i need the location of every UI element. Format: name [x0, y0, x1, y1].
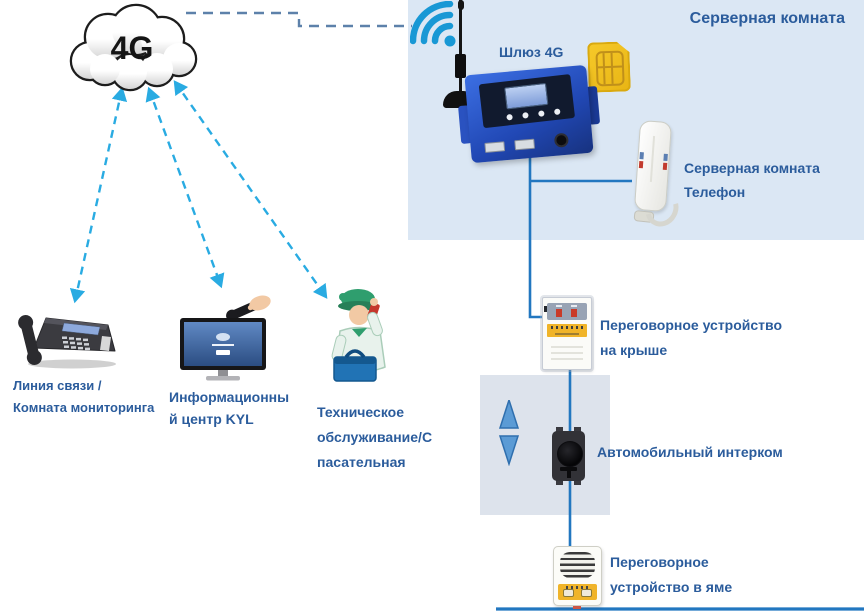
- car-intercom-device: [552, 427, 585, 485]
- gateway-button: [553, 108, 561, 116]
- gateway-port: [484, 141, 506, 153]
- pit-intercom-speaker-grille: [560, 552, 595, 578]
- cloud-to-antenna-dashed-link: [186, 11, 412, 28]
- monitoring-room-label: Линия связи / Комната мониторинга: [13, 375, 154, 419]
- server-phone-label-line2: Телефон: [684, 184, 746, 200]
- server-phone-label-line1: Серверная комната: [684, 160, 820, 176]
- roof-intercom-label-line2: на крыше: [600, 342, 668, 358]
- gateway-port: [514, 138, 536, 151]
- roof-intercom-label-dash: [571, 305, 577, 307]
- gateway-antenna-jack: [553, 132, 569, 148]
- dashed-arrow-to-monitoring-phone: [69, 86, 128, 304]
- gateway-body: [464, 64, 594, 164]
- roof-intercom-button: [571, 309, 577, 317]
- gateway-button: [522, 112, 529, 119]
- car-intercom-body: [552, 431, 585, 481]
- antenna-coil: [455, 54, 466, 78]
- elevator-shaft: [480, 375, 610, 515]
- up-down-arrows-icon: [499, 400, 519, 466]
- dashed-arrow-to-maintenance: [173, 80, 328, 299]
- gateway-lcd-screen: [504, 82, 549, 110]
- roof-intercom-label-line1: Переговорное устройство: [600, 317, 782, 333]
- maintenance-label-line1: Техническое: [317, 404, 404, 420]
- pit-intercom-label-line1: Переговорное: [610, 554, 709, 570]
- roof-intercom-device: [542, 297, 592, 370]
- sim-contact-pad: [595, 50, 624, 86]
- antenna-mast: [459, 0, 462, 94]
- handset-mark: [638, 161, 644, 169]
- car-intercom-speaker: [556, 441, 583, 467]
- roof-intercom-line: [551, 352, 583, 354]
- roof-intercom-line: [551, 346, 583, 348]
- roof-intercom-mark: [544, 306, 547, 312]
- info-center-label: Информационны й центр KYL: [169, 386, 289, 430]
- gateway-front-panel: [478, 74, 576, 129]
- roof-intercom-label-dash: [556, 305, 562, 307]
- info-center-monitor-icon: [180, 295, 271, 381]
- pit-intercom-button: [563, 589, 574, 597]
- roof-intercom-button: [556, 309, 562, 317]
- roof-intercom-panel: [547, 303, 587, 320]
- pit-intercom-label: Переговорное устройство в яме: [610, 550, 732, 600]
- 4g-cloud-icon: 4G: [69, 3, 198, 92]
- car-intercom-slot: [560, 467, 577, 471]
- gateway-button: [506, 113, 513, 121]
- roof-intercom-keypad: [547, 324, 587, 337]
- gateway-label: Шлюз 4G: [499, 44, 564, 60]
- handset-mark: [663, 153, 668, 161]
- gateway-device: [458, 64, 601, 164]
- roof-intercom-line: [551, 358, 583, 360]
- monitoring-room-label-line1: Линия связи /: [13, 378, 102, 393]
- car-intercom-tab: [574, 479, 581, 485]
- gateway-button: [538, 110, 545, 117]
- car-intercom-tab: [556, 479, 563, 485]
- car-intercom-slot: [566, 470, 571, 478]
- dashed-arrow-to-info-center: [145, 86, 225, 289]
- server-phone-handset: [629, 119, 685, 233]
- pit-intercom-keypad: [558, 584, 597, 600]
- pit-intercom-mark: [573, 606, 581, 609]
- handset-mark: [662, 162, 668, 170]
- maintenance-label-line2: обслуживание/С: [317, 429, 433, 445]
- roof-intercom-label: Переговорное устройство на крыше: [600, 313, 782, 363]
- antenna-tip: [457, 0, 464, 10]
- server-room-title: Серверная комната: [689, 10, 845, 27]
- pit-intercom-label-line2: устройство в яме: [610, 579, 733, 595]
- sim-card-icon: [587, 41, 631, 92]
- office-phone-icon: [18, 315, 116, 369]
- car-intercom-tab: [574, 427, 581, 433]
- car-intercom-label: Автомобильный интерком: [597, 444, 783, 460]
- technician-icon: [331, 289, 386, 382]
- wifi-signal-icon: [410, 1, 456, 47]
- handset-mark: [639, 152, 644, 160]
- monitoring-room-label-line2: Комната мониторинга: [13, 400, 155, 415]
- info-center-label-line2: й центр KYL: [169, 411, 254, 427]
- gateway-to-roof-intercom-line: [528, 154, 543, 319]
- maintenance-label-line3: пасательная: [317, 454, 406, 470]
- server-phone-label: Серверная комната Телефон: [684, 156, 820, 204]
- pit-intercom-device: [553, 546, 602, 609]
- cloud-4g-label: 4G: [111, 30, 154, 66]
- info-center-label-line1: Информационны: [169, 389, 290, 405]
- car-intercom-tab: [556, 427, 563, 433]
- maintenance-label: Техническое обслуживание/С пасательная: [317, 400, 432, 475]
- pit-intercom-button: [581, 589, 592, 597]
